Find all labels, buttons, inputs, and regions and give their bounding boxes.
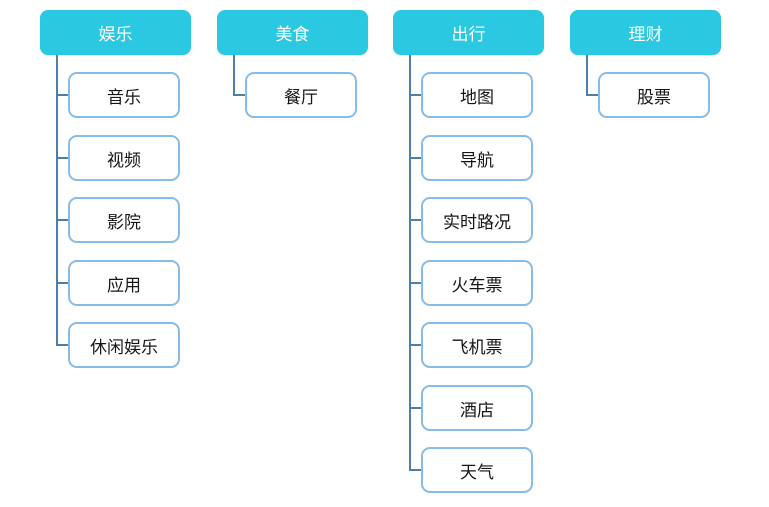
category-node-entertainment[interactable]: 娱乐 [40,10,191,55]
node-cinema[interactable]: 影院 [56,197,180,243]
node-live-traffic[interactable]: 实时路况 [409,197,533,243]
node-restaurant[interactable]: 餐厅 [233,72,357,118]
node-video[interactable]: 视频 [56,135,180,181]
connector-line [56,55,58,345]
connector-line [233,55,235,95]
node-leisure-entertainment[interactable]: 休闲娱乐 [56,322,180,368]
category-tree-finance: 理财 股票 [570,0,750,507]
category-tree-travel: 出行 地图 导航 实时路况 火车票 飞机票 酒店 天气 [393,0,573,507]
node-apps[interactable]: 应用 [56,260,180,306]
node-map[interactable]: 地图 [409,72,533,118]
connector-line [409,55,411,470]
category-tree-entertainment: 娱乐 音乐 视频 影院 应用 休闲娱乐 [40,0,220,507]
category-node-finance[interactable]: 理财 [570,10,721,55]
node-flight-ticket[interactable]: 飞机票 [409,322,533,368]
node-stocks[interactable]: 股票 [586,72,710,118]
category-tree-food: 美食 餐厅 [217,0,397,507]
node-train-ticket[interactable]: 火车票 [409,260,533,306]
node-music[interactable]: 音乐 [56,72,180,118]
connector-line [586,55,588,95]
node-weather[interactable]: 天气 [409,447,533,493]
category-node-travel[interactable]: 出行 [393,10,544,55]
category-node-food[interactable]: 美食 [217,10,368,55]
node-hotel[interactable]: 酒店 [409,385,533,431]
node-navigation[interactable]: 导航 [409,135,533,181]
